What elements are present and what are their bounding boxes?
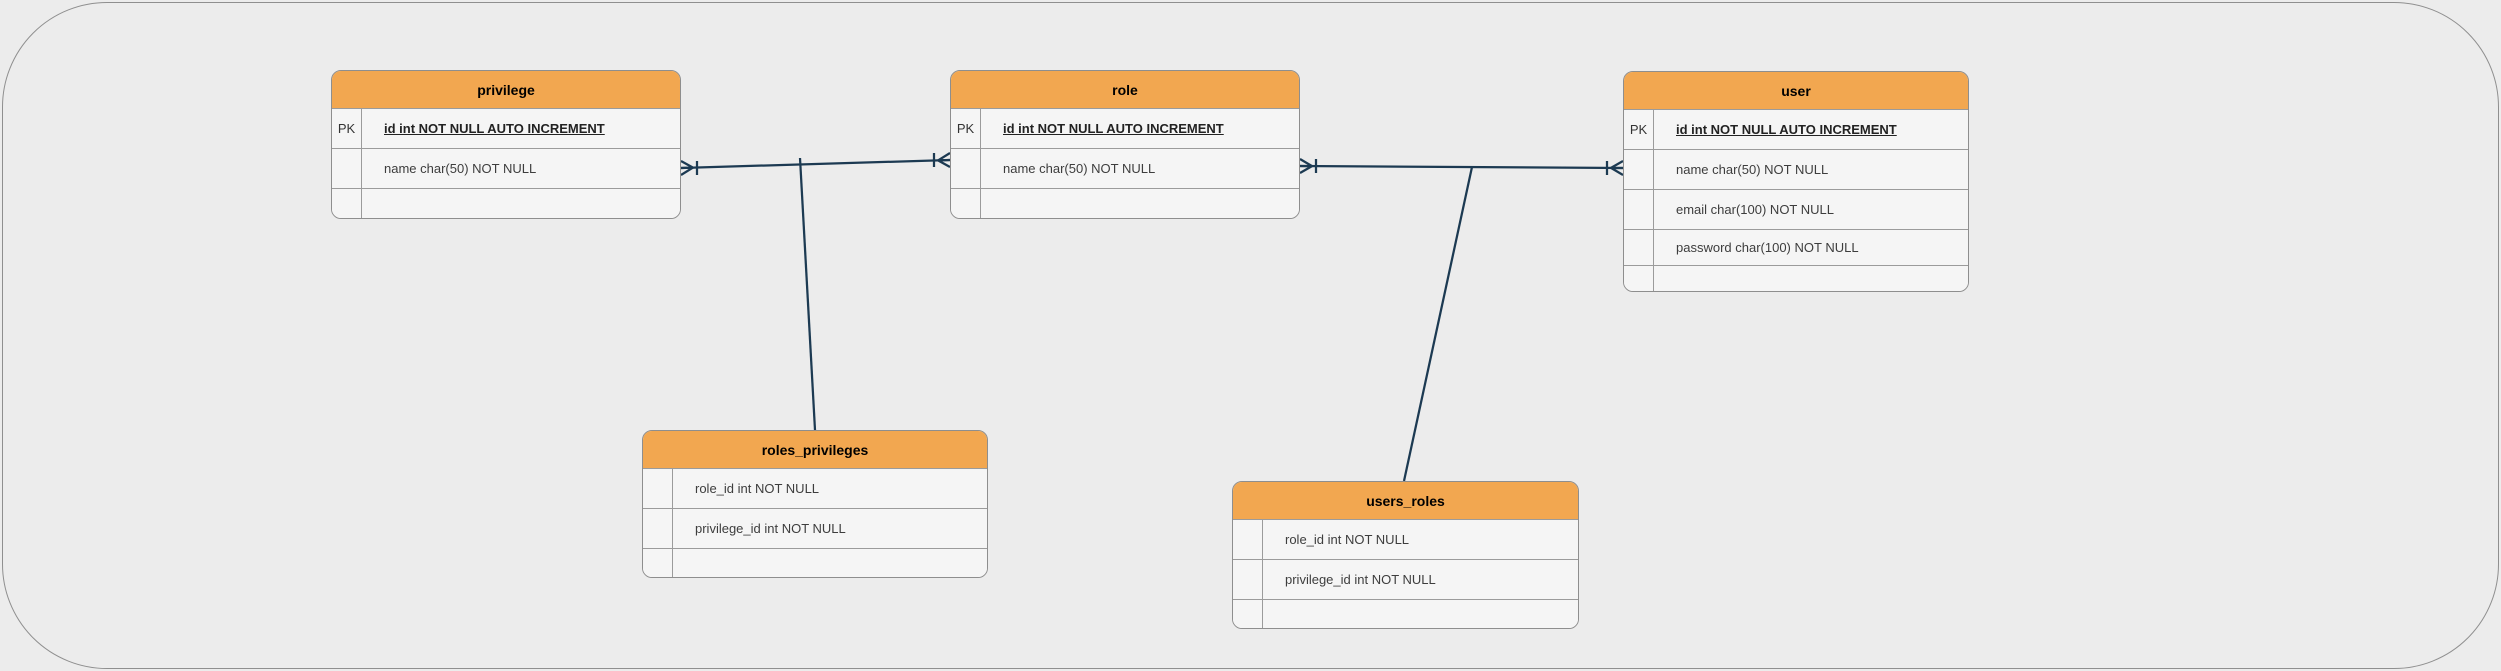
pk-cell: PK [951, 109, 981, 148]
table-row[interactable]: role_id int NOT NULL [1233, 519, 1578, 559]
table-row[interactable]: PK id int NOT NULL AUTO INCREMENT [951, 108, 1299, 148]
entity-header[interactable]: users_roles [1233, 482, 1578, 519]
entity-table-user[interactable]: user PK id int NOT NULL AUTO INCREMENT n… [1623, 71, 1969, 292]
entity-table-privilege[interactable]: privilege PK id int NOT NULL AUTO INCREM… [331, 70, 681, 219]
table-row[interactable]: name char(50) NOT NULL [951, 148, 1299, 188]
attribute-cell: password char(100) NOT NULL [1676, 240, 1859, 255]
table-row[interactable]: PK id int NOT NULL AUTO INCREMENT [332, 108, 680, 148]
table-row[interactable] [643, 548, 987, 577]
pk-cell [643, 549, 673, 577]
attribute-cell: id int NOT NULL AUTO INCREMENT [1003, 121, 1224, 136]
table-row[interactable] [332, 188, 680, 218]
attribute-cell: name char(50) NOT NULL [384, 161, 537, 176]
attribute-cell [1654, 266, 1968, 291]
attribute-cell: id int NOT NULL AUTO INCREMENT [384, 121, 605, 136]
table-row[interactable]: PK id int NOT NULL AUTO INCREMENT [1624, 109, 1968, 149]
table-row[interactable]: name char(50) NOT NULL [1624, 149, 1968, 189]
attribute-cell: role_id int NOT NULL [695, 481, 820, 496]
pk-cell [1233, 600, 1263, 628]
entity-table-role[interactable]: role PK id int NOT NULL AUTO INCREMENT n… [950, 70, 1300, 219]
entity-title: role [1112, 81, 1138, 98]
entity-header[interactable]: privilege [332, 71, 680, 108]
pk-cell [951, 189, 981, 218]
table-row[interactable] [951, 188, 1299, 218]
table-row[interactable]: email char(100) NOT NULL [1624, 189, 1968, 229]
attribute-cell: privilege_id int NOT NULL [695, 521, 846, 536]
entity-title: user [1781, 82, 1811, 99]
attribute-cell: name char(50) NOT NULL [1003, 161, 1156, 176]
entity-header[interactable]: roles_privileges [643, 431, 987, 468]
attribute-cell: role_id int NOT NULL [1285, 532, 1410, 547]
table-row[interactable]: privilege_id int NOT NULL [643, 508, 987, 548]
attribute-cell [362, 189, 680, 218]
table-row[interactable]: role_id int NOT NULL [643, 468, 987, 508]
entity-title: users_roles [1366, 492, 1445, 509]
pk-cell [1624, 230, 1654, 265]
pk-cell [1624, 150, 1654, 189]
entity-title: roles_privileges [761, 441, 869, 458]
entity-table-users-roles[interactable]: users_roles role_id int NOT NULL privile… [1232, 481, 1579, 629]
table-row[interactable]: privilege_id int NOT NULL [1233, 559, 1578, 599]
attribute-cell: id int NOT NULL AUTO INCREMENT [1676, 122, 1897, 137]
table-row[interactable]: password char(100) NOT NULL [1624, 229, 1968, 265]
pk-cell [643, 469, 673, 508]
attribute-cell [981, 189, 1299, 218]
table-row[interactable]: name char(50) NOT NULL [332, 148, 680, 188]
attribute-cell: email char(100) NOT NULL [1676, 202, 1834, 217]
entity-header[interactable]: role [951, 71, 1299, 108]
pk-cell: PK [332, 109, 362, 148]
table-row[interactable] [1624, 265, 1968, 291]
attribute-cell: name char(50) NOT NULL [1676, 162, 1829, 177]
pk-cell: PK [1624, 110, 1654, 149]
entity-title: privilege [477, 81, 535, 98]
pk-cell [332, 189, 362, 218]
pk-cell [1624, 266, 1654, 291]
attribute-cell [673, 549, 987, 577]
table-row[interactable] [1233, 599, 1578, 628]
entity-header[interactable]: user [1624, 72, 1968, 109]
pk-cell [951, 149, 981, 188]
attribute-cell [1263, 600, 1578, 628]
pk-cell [1624, 190, 1654, 229]
attribute-cell: privilege_id int NOT NULL [1285, 572, 1436, 587]
pk-cell [1233, 560, 1263, 599]
entity-table-roles-privileges[interactable]: roles_privileges role_id int NOT NULL pr… [642, 430, 988, 578]
pk-cell [332, 149, 362, 188]
pk-cell [643, 509, 673, 548]
pk-cell [1233, 520, 1263, 559]
